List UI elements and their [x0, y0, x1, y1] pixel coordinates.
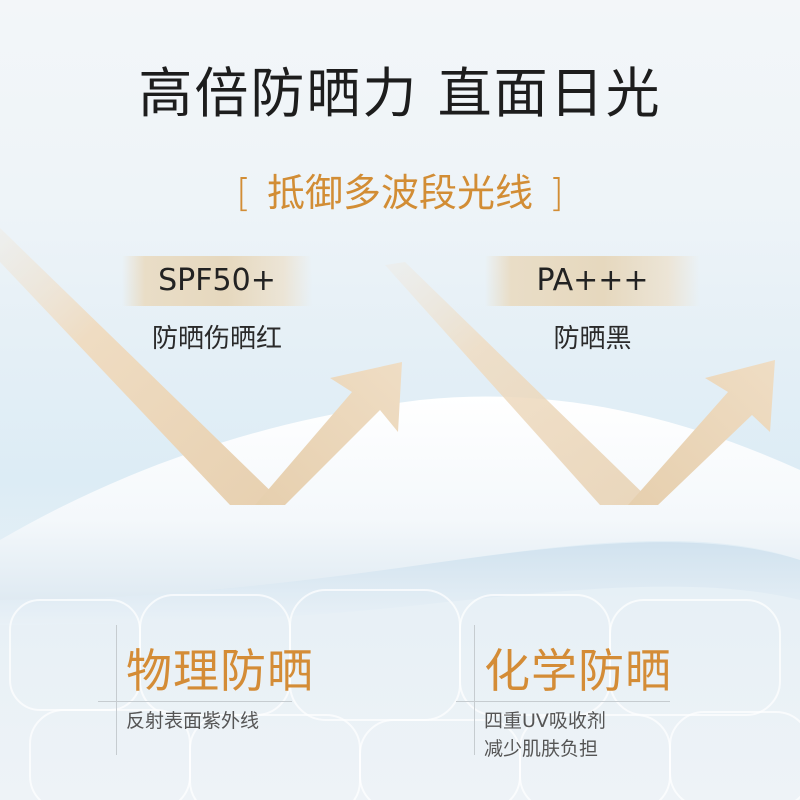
divider-horizontal — [98, 701, 292, 702]
subhead-text: 抵御多波段光线 — [266, 171, 533, 215]
feature-title: 化学防晒 — [484, 644, 672, 698]
pa-caption: 防晒黑 — [553, 324, 632, 354]
pa-badge: PA+++ — [485, 256, 700, 306]
arrow-uva-reflect-left — [0, 228, 402, 505]
feature-line: 减少肌肤负担 — [484, 738, 599, 760]
bubble-texture — [9, 589, 800, 800]
cream-wave — [0, 396, 800, 600]
spf-caption: 防晒伤晒红 — [151, 324, 282, 354]
feature-description: 四重UV吸收剂 减少肌肤负担 — [484, 707, 606, 763]
divider-vertical — [116, 625, 117, 755]
feature-line: 四重UV吸收剂 — [484, 710, 606, 732]
feature-line: 反射表面紫外线 — [126, 710, 260, 732]
spf-badge: SPF50+ — [122, 256, 312, 306]
subhead: [ 抵御多波段光线] — [0, 168, 800, 218]
feature-description: 反射表面紫外线 — [126, 707, 259, 735]
feature-title: 物理防晒 — [126, 644, 314, 698]
divider-vertical — [474, 625, 475, 755]
arrow-uvb-reflect-right — [385, 262, 775, 505]
bracket-close: ] — [549, 171, 564, 215]
headline: 高倍防晒力 直面日光 — [138, 62, 662, 125]
bracket-open: [ — [236, 171, 251, 215]
divider-horizontal — [456, 701, 670, 702]
